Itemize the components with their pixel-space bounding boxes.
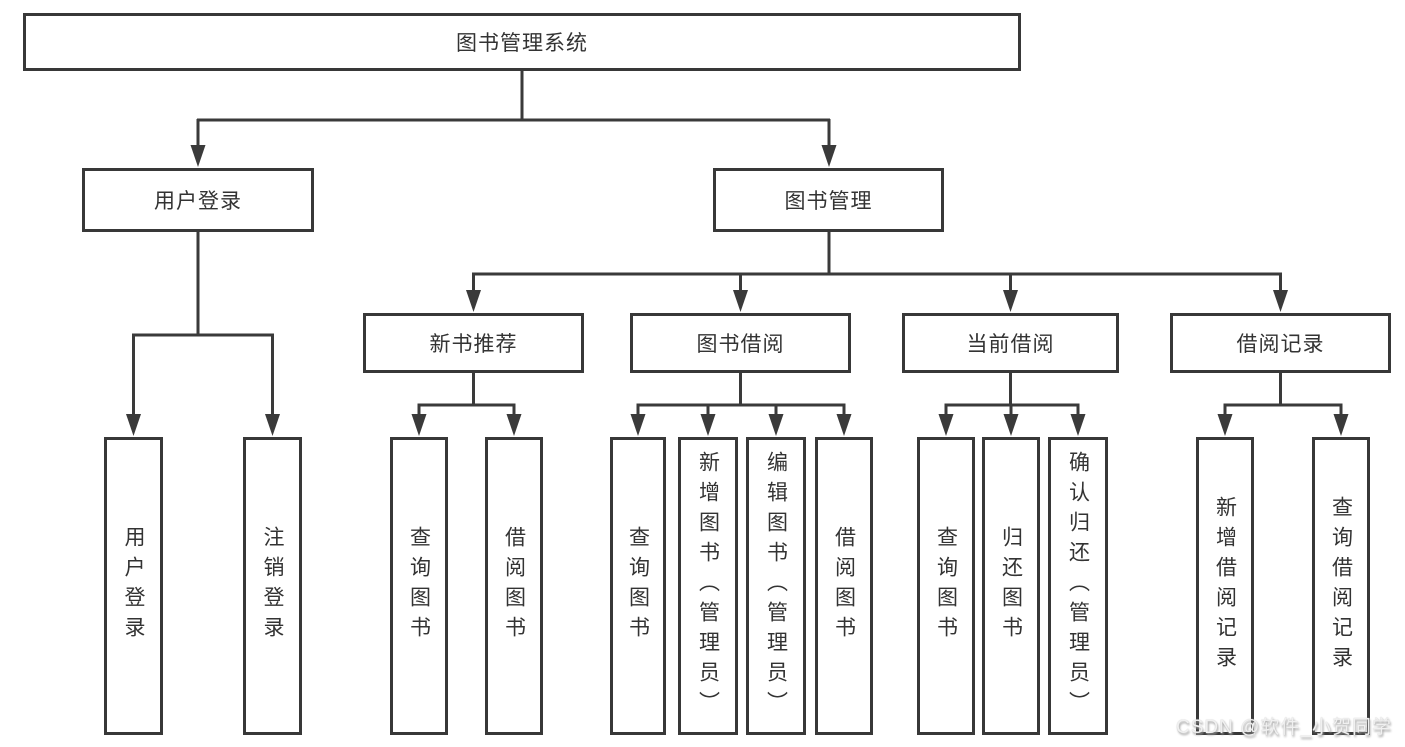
- arrow-down-icon: [506, 414, 522, 436]
- leaf-recommend-query-books: 查询图书: [390, 437, 448, 735]
- arrow-down-icon: [126, 414, 141, 436]
- connector-current-fork: [944, 373, 1080, 422]
- leaf-current-confirm-return-admin-label: 确认归还（管理员）: [1066, 451, 1090, 721]
- leaf-borrow-edit-books-admin-label: 编辑图书（管理员）: [764, 451, 788, 721]
- leaf-recommend-query-books-label: 查询图书: [407, 526, 431, 646]
- leaf-user-login-label: 用户登录: [122, 526, 145, 646]
- arrow-down-icon: [190, 145, 206, 167]
- leaf-borrow-add-books-admin-label: 新增图书（管理员）: [696, 451, 720, 721]
- leaf-records-query-record-label: 查询借阅记录: [1329, 496, 1353, 676]
- leaf-logout: 注销登录: [243, 437, 302, 735]
- leaf-records-add-record-label: 新增借阅记录: [1213, 496, 1237, 676]
- arrow-down-icon: [265, 414, 280, 436]
- node-book-management: 图书管理: [713, 168, 944, 232]
- leaf-current-query-books-label: 查询图书: [934, 526, 958, 646]
- arrow-down-icon: [630, 414, 646, 436]
- arrow-down-icon: [1217, 414, 1233, 436]
- arrow-down-icon: [733, 290, 748, 312]
- arrowheads: [126, 145, 1349, 436]
- leaf-borrow-borrow-books: 借阅图书: [815, 437, 873, 735]
- leaf-user-login: 用户登录: [104, 437, 163, 735]
- node-user-login-label: 用户登录: [154, 190, 242, 213]
- leaf-current-return-books: 归还图书: [982, 437, 1040, 735]
- connector-root-to-level2: [196, 71, 831, 152]
- connector-records-fork: [1223, 373, 1343, 422]
- leaf-current-confirm-return-admin: 确认归还（管理员）: [1048, 437, 1108, 735]
- arrow-down-icon: [466, 290, 481, 312]
- leaf-recommend-borrow-books: 借阅图书: [485, 437, 543, 735]
- node-borrowing-records-label: 借阅记录: [1236, 333, 1325, 356]
- node-book-borrowing-label: 图书借阅: [696, 333, 785, 356]
- leaf-records-add-record: 新增借阅记录: [1196, 437, 1254, 735]
- connector-login-to-leaves: [132, 232, 274, 422]
- connector-mgmt-to-level3: [472, 232, 1282, 298]
- leaf-borrow-borrow-books-label: 借阅图书: [832, 526, 856, 646]
- arrow-down-icon: [836, 414, 852, 436]
- arrow-down-icon: [768, 414, 784, 436]
- leaf-borrow-edit-books-admin: 编辑图书（管理员）: [746, 437, 806, 735]
- leaf-borrow-query-books-label: 查询图书: [626, 526, 650, 646]
- node-current-borrowing: 当前借阅: [902, 313, 1119, 373]
- arrow-down-icon: [1003, 414, 1019, 436]
- arrow-down-icon: [411, 414, 427, 436]
- arrow-down-icon: [700, 414, 716, 436]
- node-library-system: 图书管理系统: [23, 13, 1021, 71]
- arrow-down-icon: [1003, 290, 1018, 312]
- leaf-recommend-borrow-books-label: 借阅图书: [502, 526, 526, 646]
- leaf-logout-label: 注销登录: [261, 526, 284, 646]
- node-current-borrowing-label: 当前借阅: [966, 333, 1055, 356]
- csdn-watermark: CSDN @软件_小贺同学: [1176, 717, 1392, 738]
- arrow-down-icon: [1070, 414, 1086, 436]
- arrow-down-icon: [1333, 414, 1349, 436]
- arrow-down-icon: [821, 145, 837, 167]
- arrow-down-icon: [1273, 290, 1288, 312]
- connector-recommend-fork: [417, 373, 516, 422]
- leaf-current-return-books-label: 归还图书: [999, 526, 1023, 646]
- connector-borrow-fork: [636, 373, 846, 422]
- node-user-login: 用户登录: [82, 168, 314, 232]
- leaf-records-query-record: 查询借阅记录: [1312, 437, 1370, 735]
- node-book-management-label: 图书管理: [784, 190, 873, 213]
- node-new-book-recommend: 新书推荐: [363, 313, 584, 373]
- node-library-system-label: 图书管理系统: [456, 32, 588, 55]
- leaf-borrow-add-books-admin: 新增图书（管理员）: [678, 437, 738, 735]
- node-book-borrowing: 图书借阅: [630, 313, 851, 373]
- node-borrowing-records: 借阅记录: [1170, 313, 1391, 373]
- node-new-book-recommend-label: 新书推荐: [429, 333, 518, 356]
- leaf-borrow-query-books: 查询图书: [610, 437, 666, 735]
- leaf-current-query-books: 查询图书: [917, 437, 975, 735]
- arrow-down-icon: [938, 414, 954, 436]
